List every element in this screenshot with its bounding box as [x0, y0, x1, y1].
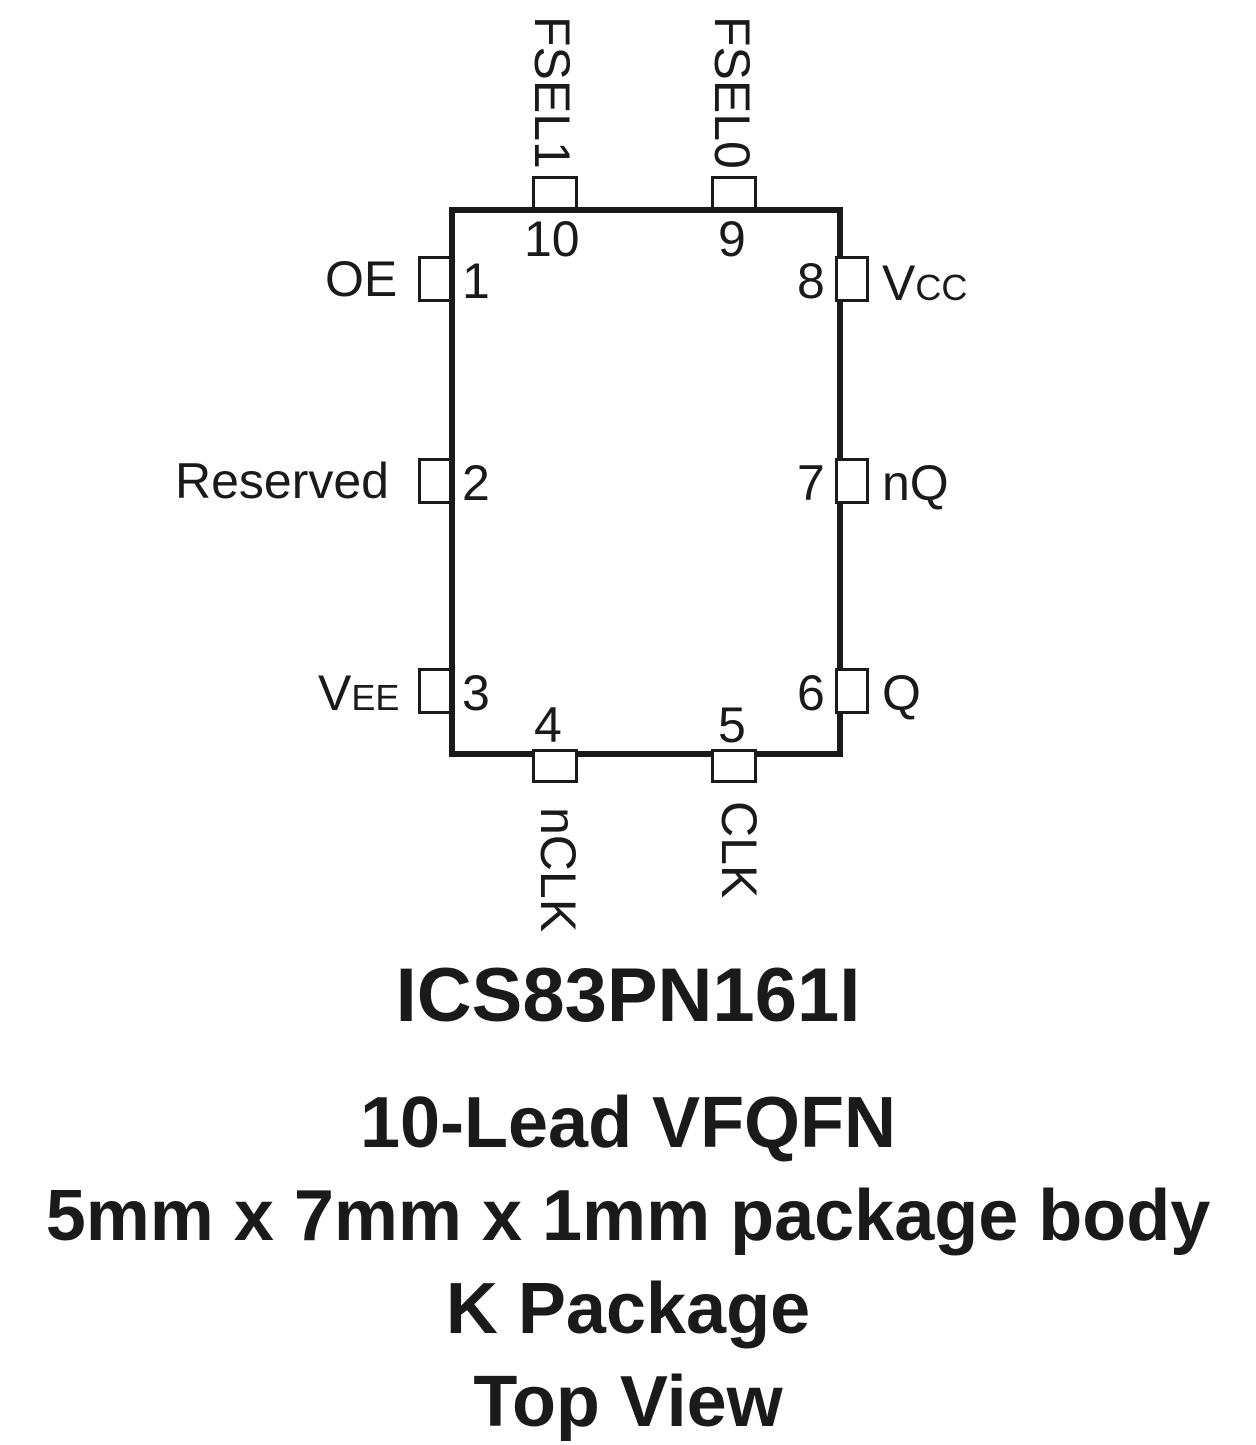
pin-9-number: 9 — [718, 211, 746, 267]
pin-8-pad — [835, 256, 869, 302]
pin-6-signal: Q — [882, 665, 921, 721]
pin-10-signal: FSEL1 — [524, 16, 580, 169]
pin-7-pad — [835, 458, 869, 504]
pin-8-number: 8 — [797, 253, 825, 309]
package-body — [449, 207, 843, 757]
pin-5-pad — [711, 749, 757, 783]
package-name: K Package — [445, 1269, 811, 1349]
pin-6-number: 6 — [797, 665, 825, 721]
pin-9-pad — [711, 176, 757, 210]
pin-3-signal: VEE — [318, 665, 400, 721]
pin-1-number: 1 — [462, 253, 490, 309]
pin-2-number: 2 — [462, 455, 490, 511]
pin-9-signal: FSEL0 — [704, 16, 760, 169]
pin-3-pad — [418, 668, 452, 714]
package-type: 10-Lead VFQFN — [359, 1083, 897, 1163]
pin-1-signal: OE — [325, 251, 398, 307]
pin-2-signal: Reserved — [175, 453, 389, 509]
pin-4-pad — [532, 749, 578, 783]
pin-5-number: 5 — [718, 697, 746, 753]
pin-2-pad — [418, 458, 452, 504]
pin-7-number: 7 — [797, 455, 825, 511]
pin-3-number: 3 — [462, 665, 490, 721]
pin-4-signal: nCLK — [530, 807, 586, 933]
pin-10-number: 10 — [524, 211, 580, 267]
pin-10-pad — [532, 176, 578, 210]
pin-8-signal: VCC — [882, 255, 968, 311]
part-number: ICS83PN161I — [395, 953, 861, 1038]
view-label: Top View — [473, 1362, 783, 1442]
pin-5-signal: CLK — [711, 801, 767, 899]
package-dimensions: 5mm x 7mm x 1mm package body — [45, 1176, 1211, 1256]
pin-7-signal: nQ — [882, 455, 949, 511]
pin-4-number: 4 — [534, 697, 562, 753]
pin-1-pad — [418, 256, 452, 302]
pin-6-pad — [835, 668, 869, 714]
